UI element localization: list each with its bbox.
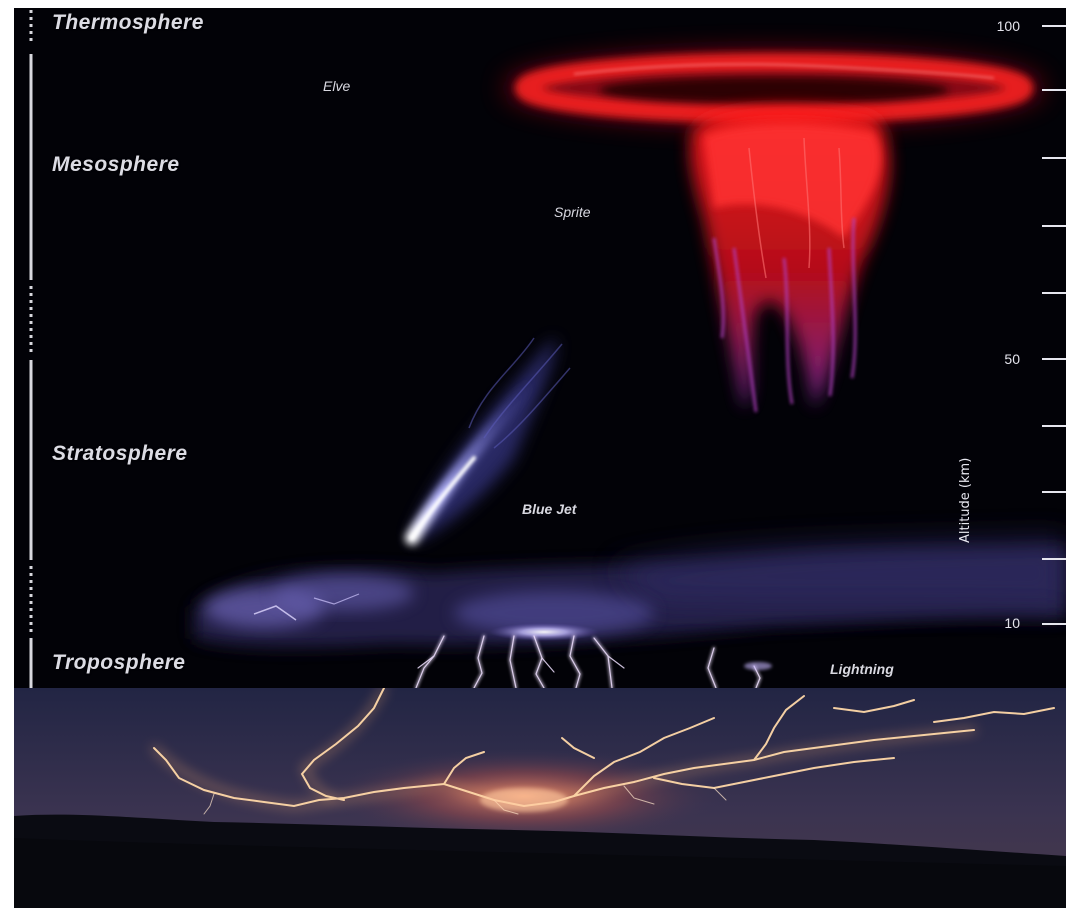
layer-label-thermosphere: Thermosphere (52, 11, 204, 35)
tick-label-10: 10 (980, 615, 1020, 631)
sprite-label: Sprite (554, 204, 591, 220)
layer-label-stratosphere: Stratosphere (52, 442, 188, 466)
layer-label-mesosphere: Mesosphere (52, 153, 180, 177)
tick-label-100: 100 (980, 18, 1020, 34)
lightning-label: Lightning (830, 661, 894, 677)
axis-title: Altitude (km) (958, 458, 973, 543)
tick-label-50: 50 (980, 351, 1020, 367)
altitude-axis (1042, 26, 1066, 624)
layer-label-troposphere: Troposphere (52, 651, 185, 675)
storm-clouds (194, 538, 1066, 647)
lightning-photo (14, 688, 1066, 908)
atmosphere-illustration (14, 8, 1066, 688)
lightning-photo-illustration (14, 688, 1066, 908)
atmosphere-diagram-panel: Thermosphere Mesosphere Stratosphere Tro… (14, 8, 1066, 688)
sprite-tendrils (690, 107, 889, 412)
elve-label: Elve (323, 78, 350, 94)
blue-jet-label: Blue Jet (522, 501, 576, 517)
